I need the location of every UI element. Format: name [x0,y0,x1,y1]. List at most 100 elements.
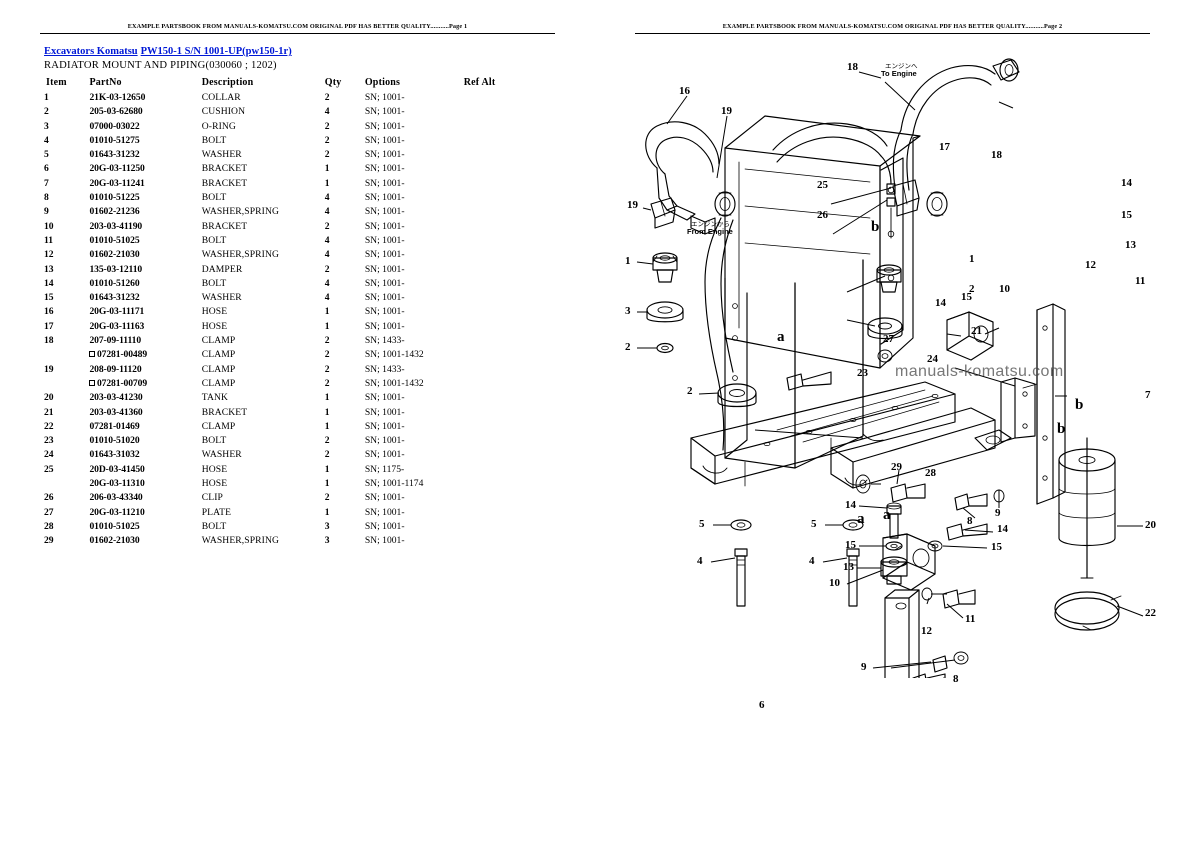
exploded-parts-diagram: manuals-komatsu.com エンジンから From Engine エ… [595,38,1190,711]
cell-refalt [464,478,544,492]
cell-qty: 1 [324,406,330,418]
washers-bolts-5-4-left [730,519,752,607]
cell-refalt [464,121,544,135]
cell-qty: 2 [324,149,330,161]
cell-options: SN; 1001-1432 [364,377,424,389]
cell-description: CLAMP [201,420,236,432]
base-frame-rail [690,381,956,487]
page-header-rule [40,33,555,34]
cell-qty: 2 [324,363,330,375]
cell-options: SN; 1001- [364,306,405,318]
cell-partno: 01010-51275 [89,134,140,146]
cell-refalt [464,206,544,220]
part-2-cushion-left [646,301,684,323]
fitting-25-26 [880,155,896,239]
cell-description: WASHER [201,292,242,304]
breadcrumb-category[interactable]: Excavators Komatsu [44,46,138,57]
cell-item: 29 [44,535,54,547]
cell-partno: 01010-51025 [89,234,140,246]
cell-options: SN; 1001- [364,449,405,461]
cell-qty: 4 [324,206,330,218]
cell-item [44,378,89,392]
cell-refalt [464,349,544,363]
cell-item: 8 [44,192,49,204]
cell-options: SN; 1001- [364,206,405,218]
cell-qty: 4 [324,292,330,304]
cell-description: BRACKET [201,406,248,418]
cell-description: HOSE [201,463,228,475]
cell-options: SN; 1001- [364,435,405,447]
cell-description: WASHER [201,449,242,461]
cell-partno: 135-03-12110 [89,263,143,275]
cell-item: 13 [44,263,54,275]
cell-refalt [464,435,544,449]
cell-refalt [464,321,544,335]
cell-partno: 07281-01469 [89,420,140,432]
cell-qty: 3 [324,535,330,547]
cell-options: SN; 1001-1432 [364,349,424,361]
cell-partno: 01010-51225 [89,192,140,204]
cell-item: 16 [44,306,54,318]
column-header-partno: PartNo [89,77,122,88]
cell-refalt [464,163,544,177]
cell-refalt [464,235,544,249]
cell-options: SN; 1001-1174 [364,478,424,490]
cell-refalt [464,106,544,120]
radiator-core [724,115,921,469]
cell-partno: 208-09-11120 [89,363,142,375]
page-right: EXAMPLE PARTSBOOK FROM MANUALS-KOMATSU.C… [595,0,1190,842]
cell-options: SN; 1001- [364,163,405,175]
breadcrumb-model[interactable]: PW150-1 S/N 1001-UP(pw150-1r) [140,46,292,57]
page-title: RADIATOR MOUNT AND PIPING(030060 ; 1202) [44,60,277,71]
bracket-7-plate [1022,303,1066,505]
cell-options: SN; 1001- [364,234,405,246]
cell-options: SN; 1001- [364,520,405,532]
cell-partno: 01602-21236 [89,206,140,218]
cell-options: SN; 1001- [364,120,405,132]
cell-item: 9 [44,206,49,218]
cell-options: SN; 1001- [364,263,405,275]
column-header-refalt: Ref Alt [463,77,496,88]
cell-description: HOSE [201,306,228,318]
bracket-21 [974,377,1036,451]
cell-refalt [464,535,544,549]
cell-description: CLAMP [201,363,236,375]
cell-description: WASHER,SPRING [201,535,280,547]
page-header-right-text: EXAMPLE PARTSBOOK FROM MANUALS-KOMATSU.C… [722,23,1063,30]
cell-refalt [464,378,544,392]
cell-options: SN; 1001- [364,320,405,332]
